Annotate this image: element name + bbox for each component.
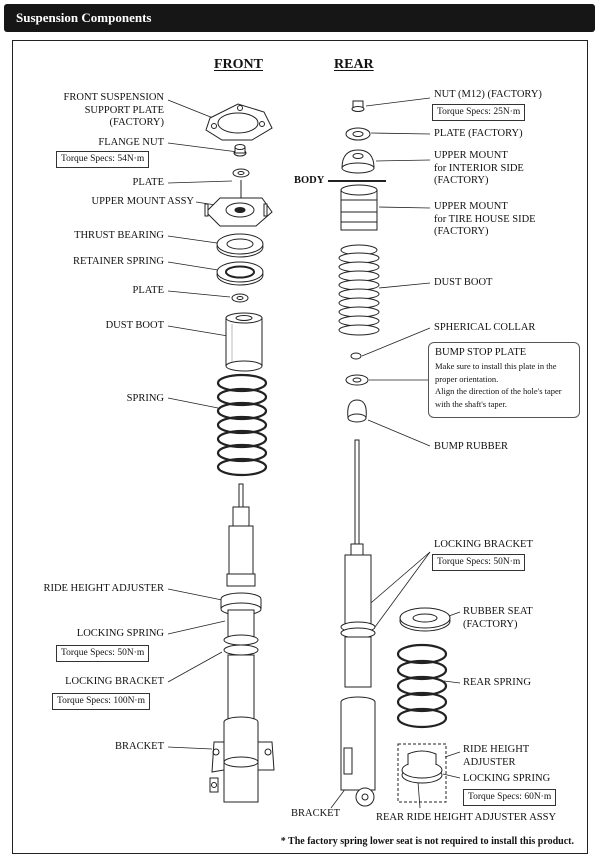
bump-stop-title: BUMP STOP PLATE [435, 347, 527, 358]
bump-stop-line-2: proper orientation. [435, 373, 499, 384]
torque-front-locking-spring: Torque Specs: 50N·m [56, 645, 150, 662]
label-thrust-bearing: THRUST BEARING [74, 230, 164, 241]
rear-heading: REAR [334, 57, 374, 72]
rear-upper-mount-tire [340, 184, 378, 231]
label-rear-bracket: BRACKET [291, 808, 341, 819]
label-retainer-spring: RETAINER SPRING [72, 256, 164, 267]
front-spring [216, 373, 268, 477]
label-front-locking-bracket: LOCKING BRACKET [65, 676, 164, 687]
front-heading: FRONT [214, 57, 263, 72]
front-bracket [209, 716, 275, 803]
label-flange-nut: FLANGE NUT [98, 137, 164, 148]
label-rear-nut: NUT (M12) (FACTORY) [434, 89, 542, 100]
label-spherical-collar: SPHERICAL COLLAR [434, 322, 536, 333]
label-front-spring: SPRING [126, 393, 164, 404]
front-retainer-spring [216, 261, 264, 286]
rear-nut [351, 100, 365, 112]
label-front-locking-spring: LOCKING SPRING [76, 628, 164, 639]
rear-spherical-collar [350, 352, 362, 360]
label-rear-spring: REAR SPRING [463, 677, 531, 688]
front-upper-mount [204, 180, 273, 227]
front-dust-boot [225, 312, 263, 372]
torque-rear-locking-bracket: Torque Specs: 50N·m [432, 554, 526, 571]
label-rear-plate: PLATE (FACTORY) [434, 128, 523, 139]
label-rear-locking-spring: LOCKING SPRING [463, 773, 551, 784]
footnote: * The factory spring lower seat is not r… [280, 836, 574, 847]
rear-plate [345, 127, 371, 141]
label-front-plate-2: PLATE [132, 285, 165, 296]
torque-rear-locking-spring: Torque Specs: 60N·m [463, 789, 557, 806]
bump-stop-note: BUMP STOP PLATE Make sure to install thi… [428, 342, 580, 418]
rear-adjuster-assy [397, 743, 447, 803]
front-plate-2 [231, 293, 249, 303]
label-rear-locking-bracket: LOCKING BRACKET [434, 539, 533, 550]
label-rubber-seat: RUBBER SEAT(FACTORY) [463, 606, 533, 630]
front-support-plate [205, 103, 273, 141]
bump-stop-line-3: Align the direction of the hole's taper [435, 386, 562, 396]
rear-shock-body [340, 439, 376, 688]
front-shock-body [220, 483, 262, 731]
diagram-frame [12, 40, 588, 854]
leader-lines [167, 97, 461, 809]
bump-stop-line-1: Make sure to install this plate in the [435, 361, 557, 371]
label-front-plate-1: PLATE [132, 177, 165, 188]
rear-bump-stop-plate [345, 374, 369, 386]
front-plate-1 [232, 168, 250, 178]
label-bump-rubber: BUMP RUBBER [434, 441, 509, 452]
rear-bump-rubber [347, 399, 367, 423]
label-ride-height-adjuster: RIDE HEIGHT ADJUSTER [43, 583, 164, 594]
label-upper-mount-assy: UPPER MOUNT ASSY [91, 196, 194, 207]
rear-spring [396, 643, 448, 729]
rear-lower-body [340, 696, 376, 807]
label-front-dust-boot: DUST BOOT [105, 320, 164, 331]
label-rear-dust-boot: DUST BOOT [434, 277, 493, 288]
rear-upper-mount-interior [341, 149, 375, 174]
front-flange-nut [233, 144, 247, 157]
header-title: Suspension Components [16, 10, 152, 25]
bump-stop-line-4: with the shaft's taper. [435, 398, 507, 409]
rear-dust-boot [338, 244, 380, 336]
torque-front-locking-bracket: Torque Specs: 100N·m [52, 693, 150, 710]
front-thrust-bearing [216, 233, 264, 258]
rear-rubber-seat [399, 607, 451, 632]
label-body: BODY [294, 175, 325, 186]
label-rear-ride-height-assy: REAR RIDE HEIGHT ADJUSTER ASSY [376, 812, 557, 823]
torque-flange-nut: Torque Specs: 54N·m [56, 151, 150, 168]
label-front-bracket: BRACKET [114, 741, 164, 752]
section-header: Suspension Components [4, 4, 595, 32]
torque-rear-nut: Torque Specs: 25N·m [432, 104, 526, 121]
